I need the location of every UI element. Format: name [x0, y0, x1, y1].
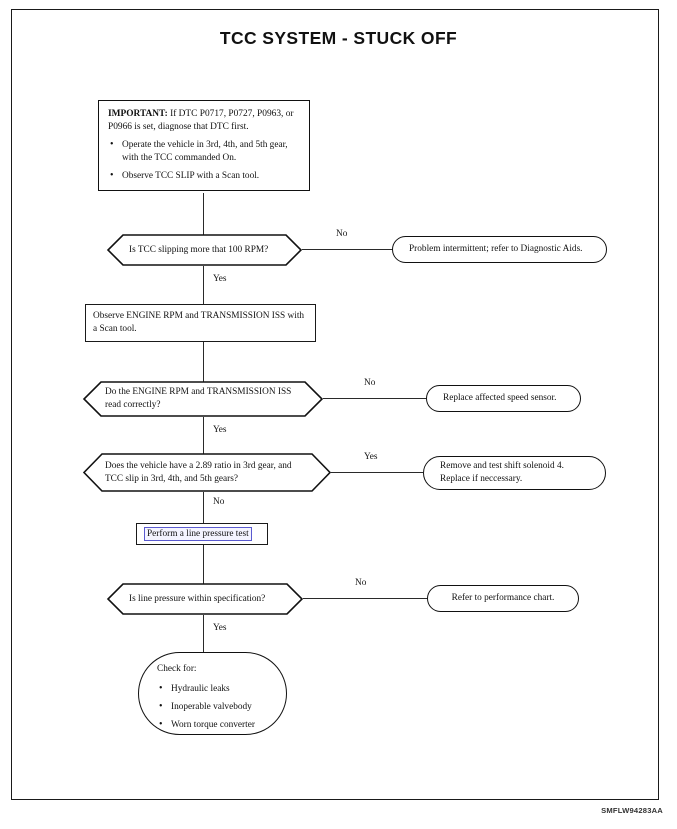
process-observe-rpm-iss: Observe ENGINE RPM and TRANSMISSION ISS … — [85, 304, 316, 342]
terminal-2-label: Replace affected speed sensor. — [443, 393, 557, 404]
terminal-problem-intermittent: Problem intermittent; refer to Diagnosti… — [392, 236, 607, 263]
edge-label-decision4-no: No — [352, 578, 370, 588]
decision-rpm-iss-read-correctly: Do the ENGINE RPM and TRANSMISSION ISS r… — [82, 381, 324, 417]
connector-decision3-yes — [331, 472, 423, 474]
list-item: Hydraulic leaks — [157, 682, 270, 695]
important-note-box: IMPORTANT: If DTC P0717, P0727, P0963, o… — [98, 100, 310, 192]
terminal-check-for: Check for: Hydraulic leaks Inoperable va… — [138, 652, 287, 735]
connector-process2-to-decision4 — [203, 545, 205, 585]
terminal-performance-chart: Refer to performance chart. — [427, 585, 579, 612]
connector-decision1-yes — [203, 266, 205, 305]
terminal-4-label: Refer to performance chart. — [451, 593, 555, 604]
checklist-items: Hydraulic leaks Inoperable valvebody Wor… — [157, 682, 270, 732]
connector-decision1-no — [302, 249, 394, 251]
figure-code: SMFLW94283AA — [601, 806, 663, 815]
decision-2-label: Do the ENGINE RPM and TRANSMISSION ISS r… — [105, 387, 292, 410]
process-2-label[interactable]: Perform a line pressure test — [144, 526, 252, 542]
list-item: Inoperable valvebody — [157, 700, 270, 713]
terminal-3-text: Remove and test shift solenoid 4. Replac… — [440, 460, 589, 485]
terminal-3-line1: Remove and test shift solenoid 4. — [440, 461, 564, 472]
connector-decision2-yes — [203, 417, 205, 456]
decision-line-pressure-within-spec: Is line pressure within specification? — [106, 583, 304, 615]
list-item: Observe TCC SLIP with a Scan tool. — [108, 169, 301, 182]
terminal-1-label: Problem intermittent; refer to Diagnosti… — [409, 244, 583, 255]
edge-label-decision1-yes: Yes — [210, 274, 230, 284]
terminal-3-line2: Replace if neccessary. — [440, 474, 523, 484]
edge-label-decision2-no: No — [361, 378, 379, 388]
terminal-shift-solenoid-4: Remove and test shift solenoid 4. Replac… — [423, 456, 606, 490]
note-bullet-list: Operate the vehicle in 3rd, 4th, and 5th… — [108, 138, 301, 182]
decision-tcc-slipping: Is TCC slipping more that 100 RPM? — [106, 234, 303, 266]
connector-process1-to-decision2 — [203, 342, 205, 383]
process-1-label: Observe ENGINE RPM and TRANSMISSION ISS … — [93, 311, 305, 334]
note-text: If DTC P0717, P0727, P0963, or P0966 is … — [108, 109, 294, 132]
connector-decision4-yes — [203, 615, 205, 654]
connector-note-to-decision1 — [203, 193, 205, 236]
connector-decision4-no — [303, 598, 428, 600]
connector-decision2-no — [323, 398, 427, 400]
decision-289-ratio-tcc-slip: Does the vehicle have a 2.89 ratio in 3r… — [82, 453, 332, 492]
decision-3-label: Does the vehicle have a 2.89 ratio in 3r… — [105, 460, 292, 484]
process-line-pressure-test[interactable]: Perform a line pressure test — [136, 523, 268, 545]
page-border — [11, 9, 659, 800]
note-heading: IMPORTANT: If DTC P0717, P0727, P0963, o… — [108, 108, 301, 133]
edge-label-decision1-no: No — [333, 229, 351, 239]
checklist-title: Check for: — [157, 664, 197, 674]
list-item: Operate the vehicle in 3rd, 4th, and 5th… — [108, 138, 301, 164]
edge-label-decision4-yes: Yes — [210, 623, 230, 633]
edge-label-decision3-no: No — [210, 497, 228, 507]
decision-1-label: Is TCC slipping more that 100 RPM? — [129, 244, 269, 255]
list-item: Worn torque converter — [157, 718, 270, 731]
decision-4-label: Is line pressure within specification? — [129, 593, 266, 604]
connector-decision3-no — [203, 492, 205, 524]
note-label: IMPORTANT: — [108, 109, 168, 119]
edge-label-decision3-yes: Yes — [361, 452, 381, 462]
edge-label-decision2-yes: Yes — [210, 425, 230, 435]
page-title: TCC SYSTEM - STUCK OFF — [219, 28, 458, 48]
terminal-replace-speed-sensor: Replace affected speed sensor. — [426, 385, 581, 412]
